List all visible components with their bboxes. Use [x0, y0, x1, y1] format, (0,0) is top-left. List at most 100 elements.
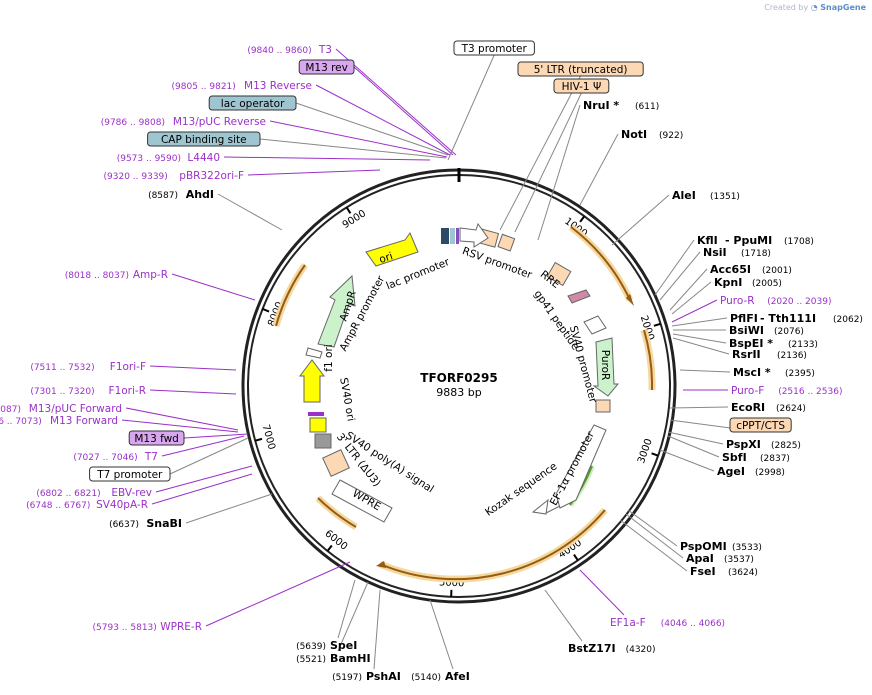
feature-label-lac-promoter: lac promoter — [384, 256, 451, 293]
fsei-position: (3624) — [728, 568, 758, 578]
leader-line — [223, 156, 431, 161]
m13-rev-name: M13 rev — [305, 62, 348, 74]
label-pshai: PshAI(5197) — [332, 670, 401, 683]
label-cppt-cts: cPPT/CTS — [729, 417, 792, 433]
label-m13-puc-forward: M13/pUC Forward(7065 .. 7087) — [0, 403, 122, 415]
msci-name: MscI * — [733, 366, 771, 379]
pspomi-position: (3533) — [732, 543, 762, 553]
f1ori-f-name: F1ori-F — [110, 361, 146, 373]
sv40-polya-box — [314, 433, 332, 449]
hiv-1-box — [553, 78, 610, 94]
label-apai: ApaI(3537) — [686, 552, 754, 565]
cap-binding-site-box — [147, 131, 261, 147]
cap-site-cluster — [450, 228, 455, 244]
label-ef1a-f: EF1a-F(4046 .. 4066) — [610, 617, 725, 629]
kozak-line — [545, 505, 561, 514]
leader-line — [669, 406, 729, 409]
m13-puc-forward-position: (7065 .. 7087) — [0, 405, 21, 415]
t3-position: (9840 .. 9860) — [247, 46, 311, 56]
m13-rev-box — [298, 59, 355, 75]
feature-label-kozak: Kozak sequence — [483, 460, 559, 518]
cppt-box — [595, 399, 611, 413]
orf-arcs — [272, 224, 656, 583]
label-sv40pa-r: SV40pA-R(6748 .. 6767) — [26, 499, 148, 511]
leader-line — [659, 449, 715, 472]
features-layer — [299, 222, 620, 523]
leader-line — [672, 337, 730, 355]
label-t7-promoter: T7 promoter — [89, 466, 171, 482]
noti-name: NotI — [621, 128, 647, 141]
leader-line — [169, 437, 249, 475]
leader-line — [217, 193, 283, 231]
kozak-arrow — [531, 498, 549, 515]
t3-name: T3 — [318, 44, 332, 56]
feature-label-sv40-ori: SV40 ori — [337, 377, 356, 423]
label-ecori: EcoRI(2624) — [731, 401, 806, 414]
leader-line — [335, 48, 457, 156]
pbr322ori-f-position: (9320 .. 9339) — [104, 172, 168, 182]
tth111i-position: (2062) — [833, 315, 863, 325]
ampr-promoter-arrow — [305, 347, 323, 359]
label-m13-fwd: M13 fwd — [128, 430, 185, 446]
label-bspei: BspEI * (2133) — [729, 337, 818, 350]
m13-fwd-cluster — [308, 412, 324, 416]
tick-mark — [262, 308, 270, 313]
gp41-box — [567, 289, 591, 304]
label-pspomi: PspOMI (3533) — [680, 540, 762, 553]
leader-lines — [121, 48, 761, 670]
bstz17i-name: BstZ17I — [568, 642, 616, 655]
label-bamhi: BamHI(5521) — [296, 652, 371, 665]
leader-line — [373, 589, 381, 670]
f1-ori-arrow — [299, 359, 325, 403]
orf-arc-2-line — [643, 329, 654, 391]
label-ebv-rev: EBV-rev(6802 .. 6821) — [36, 487, 152, 499]
sv40-promoter-arrow — [583, 315, 607, 335]
tth111i-name: - Tth111I — [760, 312, 816, 325]
f1ori-r-position: (7301 .. 7320) — [30, 387, 94, 397]
tick-mark — [326, 544, 333, 552]
leader-line — [447, 54, 495, 161]
snabi-position: (6637) — [109, 520, 139, 530]
agei-name: AgeI — [717, 465, 745, 478]
leader-line — [183, 433, 249, 439]
leader-line — [337, 581, 369, 652]
ppumi-position: (1708) — [784, 237, 814, 247]
amp-r-name: Amp-R — [133, 269, 168, 281]
apai-name: ApaI — [686, 552, 714, 565]
leader-line — [579, 133, 619, 206]
bspei-position: (2133) — [788, 340, 818, 350]
fsei-name: FseI — [690, 565, 716, 578]
ebv-rev-position: (6802 .. 6821) — [36, 489, 100, 499]
alei-name: AleI — [672, 189, 696, 202]
cap-binding-site-name: CAP binding site — [161, 134, 247, 146]
feature-label-f1-ori: f1 ori — [323, 344, 335, 371]
label-kfli: KflI — [697, 234, 718, 247]
leader-line — [654, 239, 695, 296]
leader-line — [625, 513, 684, 559]
orf-arc-5-line — [275, 264, 306, 327]
label-noti: NotI(922) — [621, 128, 683, 141]
m13-puc-reverse-position: (9786 .. 9808) — [101, 118, 165, 128]
leader-line — [121, 419, 239, 433]
afei-position: (5140) — [411, 673, 441, 683]
label-ahdi: AhdI(8587) — [148, 188, 214, 201]
alei-position: (1351) — [710, 192, 740, 202]
three-ltr-box — [322, 449, 350, 477]
agei-position: (2998) — [755, 468, 785, 478]
wpre-r-position: (5793 .. 5813) — [93, 623, 157, 633]
pspomi-name: PspOMI — [680, 540, 727, 553]
label-t3: T3 (9840 .. 9860) — [247, 44, 332, 56]
snapgene-logo-icon: ◔ — [810, 3, 818, 12]
nsii-name: NsiI — [703, 246, 727, 259]
puro-r-position: (2020 .. 2039) — [767, 297, 831, 307]
label-m13-puc-reverse: M13/pUC Reverse(9786 .. 9808) — [101, 116, 266, 128]
kfli-name: KflI — [697, 234, 718, 247]
leader-line — [499, 75, 582, 231]
tick-label: 9000 — [341, 208, 368, 231]
ahdi-position: (8587) — [148, 191, 178, 201]
bspei-name: BspEI * — [729, 337, 773, 350]
leader-line — [611, 194, 670, 246]
sv40pa-r-position: (6748 .. 6767) — [26, 501, 90, 511]
t7-promoter-name: T7 promoter — [96, 469, 163, 481]
